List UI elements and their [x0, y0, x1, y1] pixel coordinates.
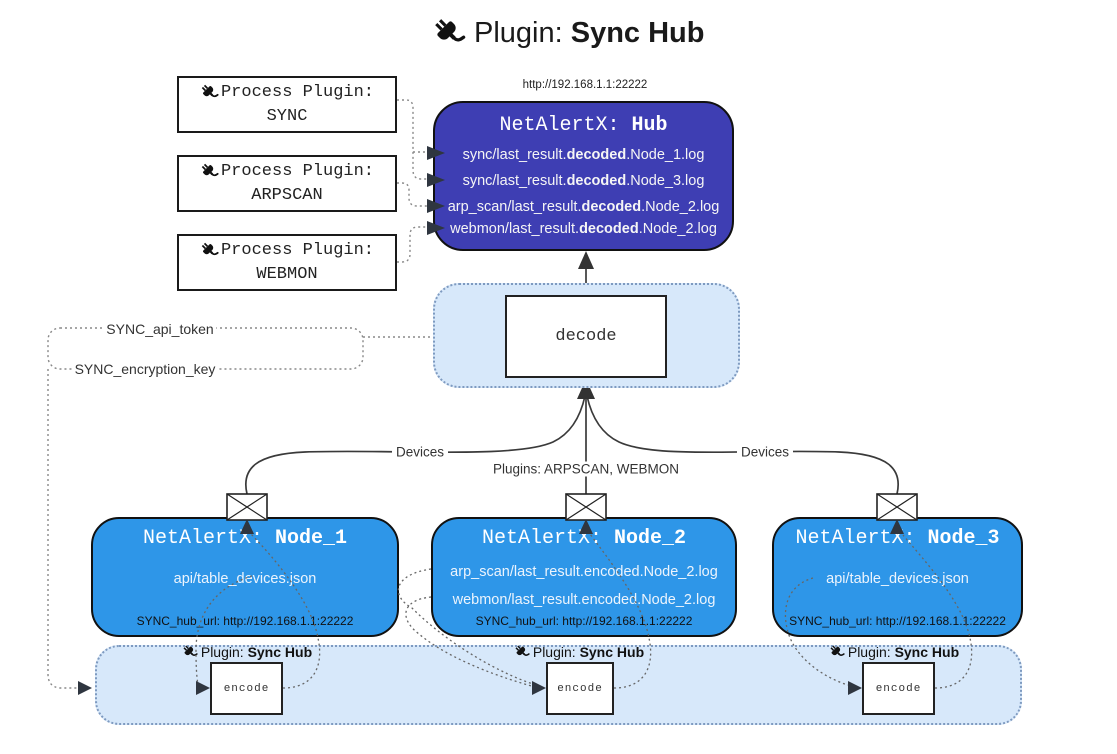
- encode-box-2: encode: [546, 662, 614, 715]
- decode-label: decode: [555, 327, 617, 346]
- node-hub-url: SYNC_hub_url: http://192.168.1.1:22222: [136, 614, 354, 628]
- node-title: NetAlertX: Node_1: [142, 527, 348, 550]
- plug-icon: [514, 644, 530, 660]
- edge-arpscan-to-hub: [397, 182, 427, 207]
- process-plugin-name: SYNC: [266, 106, 308, 126]
- process-plugin-arpscan: Process Plugin: ARPSCAN: [177, 155, 397, 212]
- node-content-line: arp_scan/last_result.encoded.Node_2.log: [450, 564, 718, 580]
- edge-sync-to-hub: [397, 99, 427, 180]
- arrowhead-into-hub: [578, 251, 594, 269]
- node-title: NetAlertX: Node_2: [481, 527, 687, 550]
- encode-plugin-label-2: Plugin: Sync Hub: [506, 644, 652, 660]
- hub-title: NetAlertX: Hub: [499, 114, 668, 137]
- page-title: Plugin: Sync Hub: [432, 16, 704, 50]
- hub-log-line: webmon/last_result.decoded.Node_2.log: [450, 221, 717, 237]
- node-1-box: NetAlertX: Node_1 api/table_devices.json…: [91, 517, 399, 637]
- plug-icon: [200, 241, 219, 260]
- plug-icon: [432, 16, 466, 50]
- node-hub-url: SYNC_hub_url: http://192.168.1.1:22222: [789, 614, 1006, 628]
- node-content-line: api/table_devices.json: [826, 571, 969, 587]
- plug-icon: [200, 162, 219, 181]
- process-plugin-webmon: Process Plugin: WEBMON: [177, 234, 397, 291]
- node-title: NetAlertX: Node_3: [795, 527, 1000, 550]
- process-plugin-label: Process Plugin:: [220, 161, 375, 181]
- process-plugin-sync: Process Plugin: SYNC: [177, 76, 397, 133]
- sync-encryption-key-label: SYNC_encryption_key: [71, 361, 219, 377]
- plugins-label-mid: Plugins: ARPSCAN, WEBMON: [488, 461, 684, 477]
- encode-plugin-label-1: Plugin: Sync Hub: [174, 644, 320, 660]
- arrowhead-into-encode-panel: [78, 681, 92, 695]
- edge-node3-to-decode: [586, 395, 899, 495]
- node-hub-url: SYNC_hub_url: http://192.168.1.1:22222: [475, 614, 693, 628]
- node-content-line: api/table_devices.json: [173, 571, 317, 587]
- plug-icon: [829, 644, 845, 660]
- node-2-box: NetAlertX: Node_2 arp_scan/last_result.e…: [431, 517, 737, 637]
- arrowhead-into-decode-bottom: [577, 379, 595, 399]
- process-plugin-label: Process Plugin:: [220, 240, 375, 260]
- decode-box: decode: [505, 295, 667, 378]
- process-plugin-name: WEBMON: [256, 264, 318, 284]
- sync-api-token-label: SYNC_api_token: [103, 321, 217, 337]
- devices-label-right: Devices: [736, 444, 794, 460]
- encode-plugin-label-3: Plugin: Sync Hub: [821, 644, 967, 660]
- hub-log-line: sync/last_result.decoded.Node_3.log: [462, 173, 705, 189]
- plug-icon: [200, 83, 219, 102]
- hub-box: NetAlertX: Hub sync/last_result.decoded.…: [433, 101, 734, 251]
- edge-webmon-to-hub: [397, 226, 427, 263]
- encode-box-3: encode: [862, 662, 935, 715]
- hub-log-line: sync/last_result.decoded.Node_1.log: [462, 147, 705, 163]
- process-plugin-name: ARPSCAN: [251, 185, 323, 205]
- page-title-text: Plugin: Sync Hub: [474, 16, 705, 49]
- encode-box-1: encode: [210, 662, 283, 715]
- hub-log-line: arp_scan/last_result.decoded.Node_2.log: [447, 199, 720, 215]
- node-content-line: webmon/last_result.encoded.Node_2.log: [452, 592, 716, 608]
- process-plugin-label: Process Plugin:: [220, 82, 375, 102]
- plug-icon: [182, 644, 198, 660]
- edge-key-to-encode-panel: [47, 369, 78, 689]
- hub-url-label: http://192.168.1.1:22222: [522, 79, 648, 91]
- devices-label-left: Devices: [391, 444, 449, 460]
- node-3-box: NetAlertX: Node_3 api/table_devices.json…: [772, 517, 1023, 637]
